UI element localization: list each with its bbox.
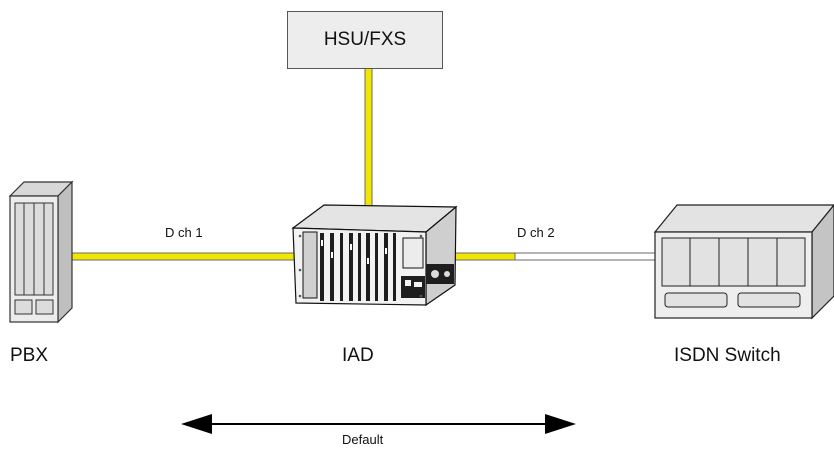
arrow-label: Default	[342, 432, 384, 447]
pbx-label: PBX	[10, 345, 49, 366]
hsu-fxs-label: HSU/FXS	[323, 29, 407, 50]
link-label-left: D ch 1	[165, 225, 203, 240]
link-label-right: D ch 2	[517, 225, 555, 240]
isdn-switch-icon	[653, 204, 834, 320]
link-pbx-iad	[71, 252, 298, 261]
double-arrow-icon	[181, 414, 576, 434]
iad-chassis-icon	[291, 204, 458, 307]
hsu-fxs-box: HSU/FXS	[287, 11, 443, 69]
isdn-switch-label: ISDN Switch	[674, 345, 781, 366]
link-hsu-iad	[364, 67, 373, 219]
link-iad-isdn	[454, 252, 656, 261]
pbx-rack-icon	[8, 180, 74, 324]
iad-label: IAD	[342, 345, 374, 366]
